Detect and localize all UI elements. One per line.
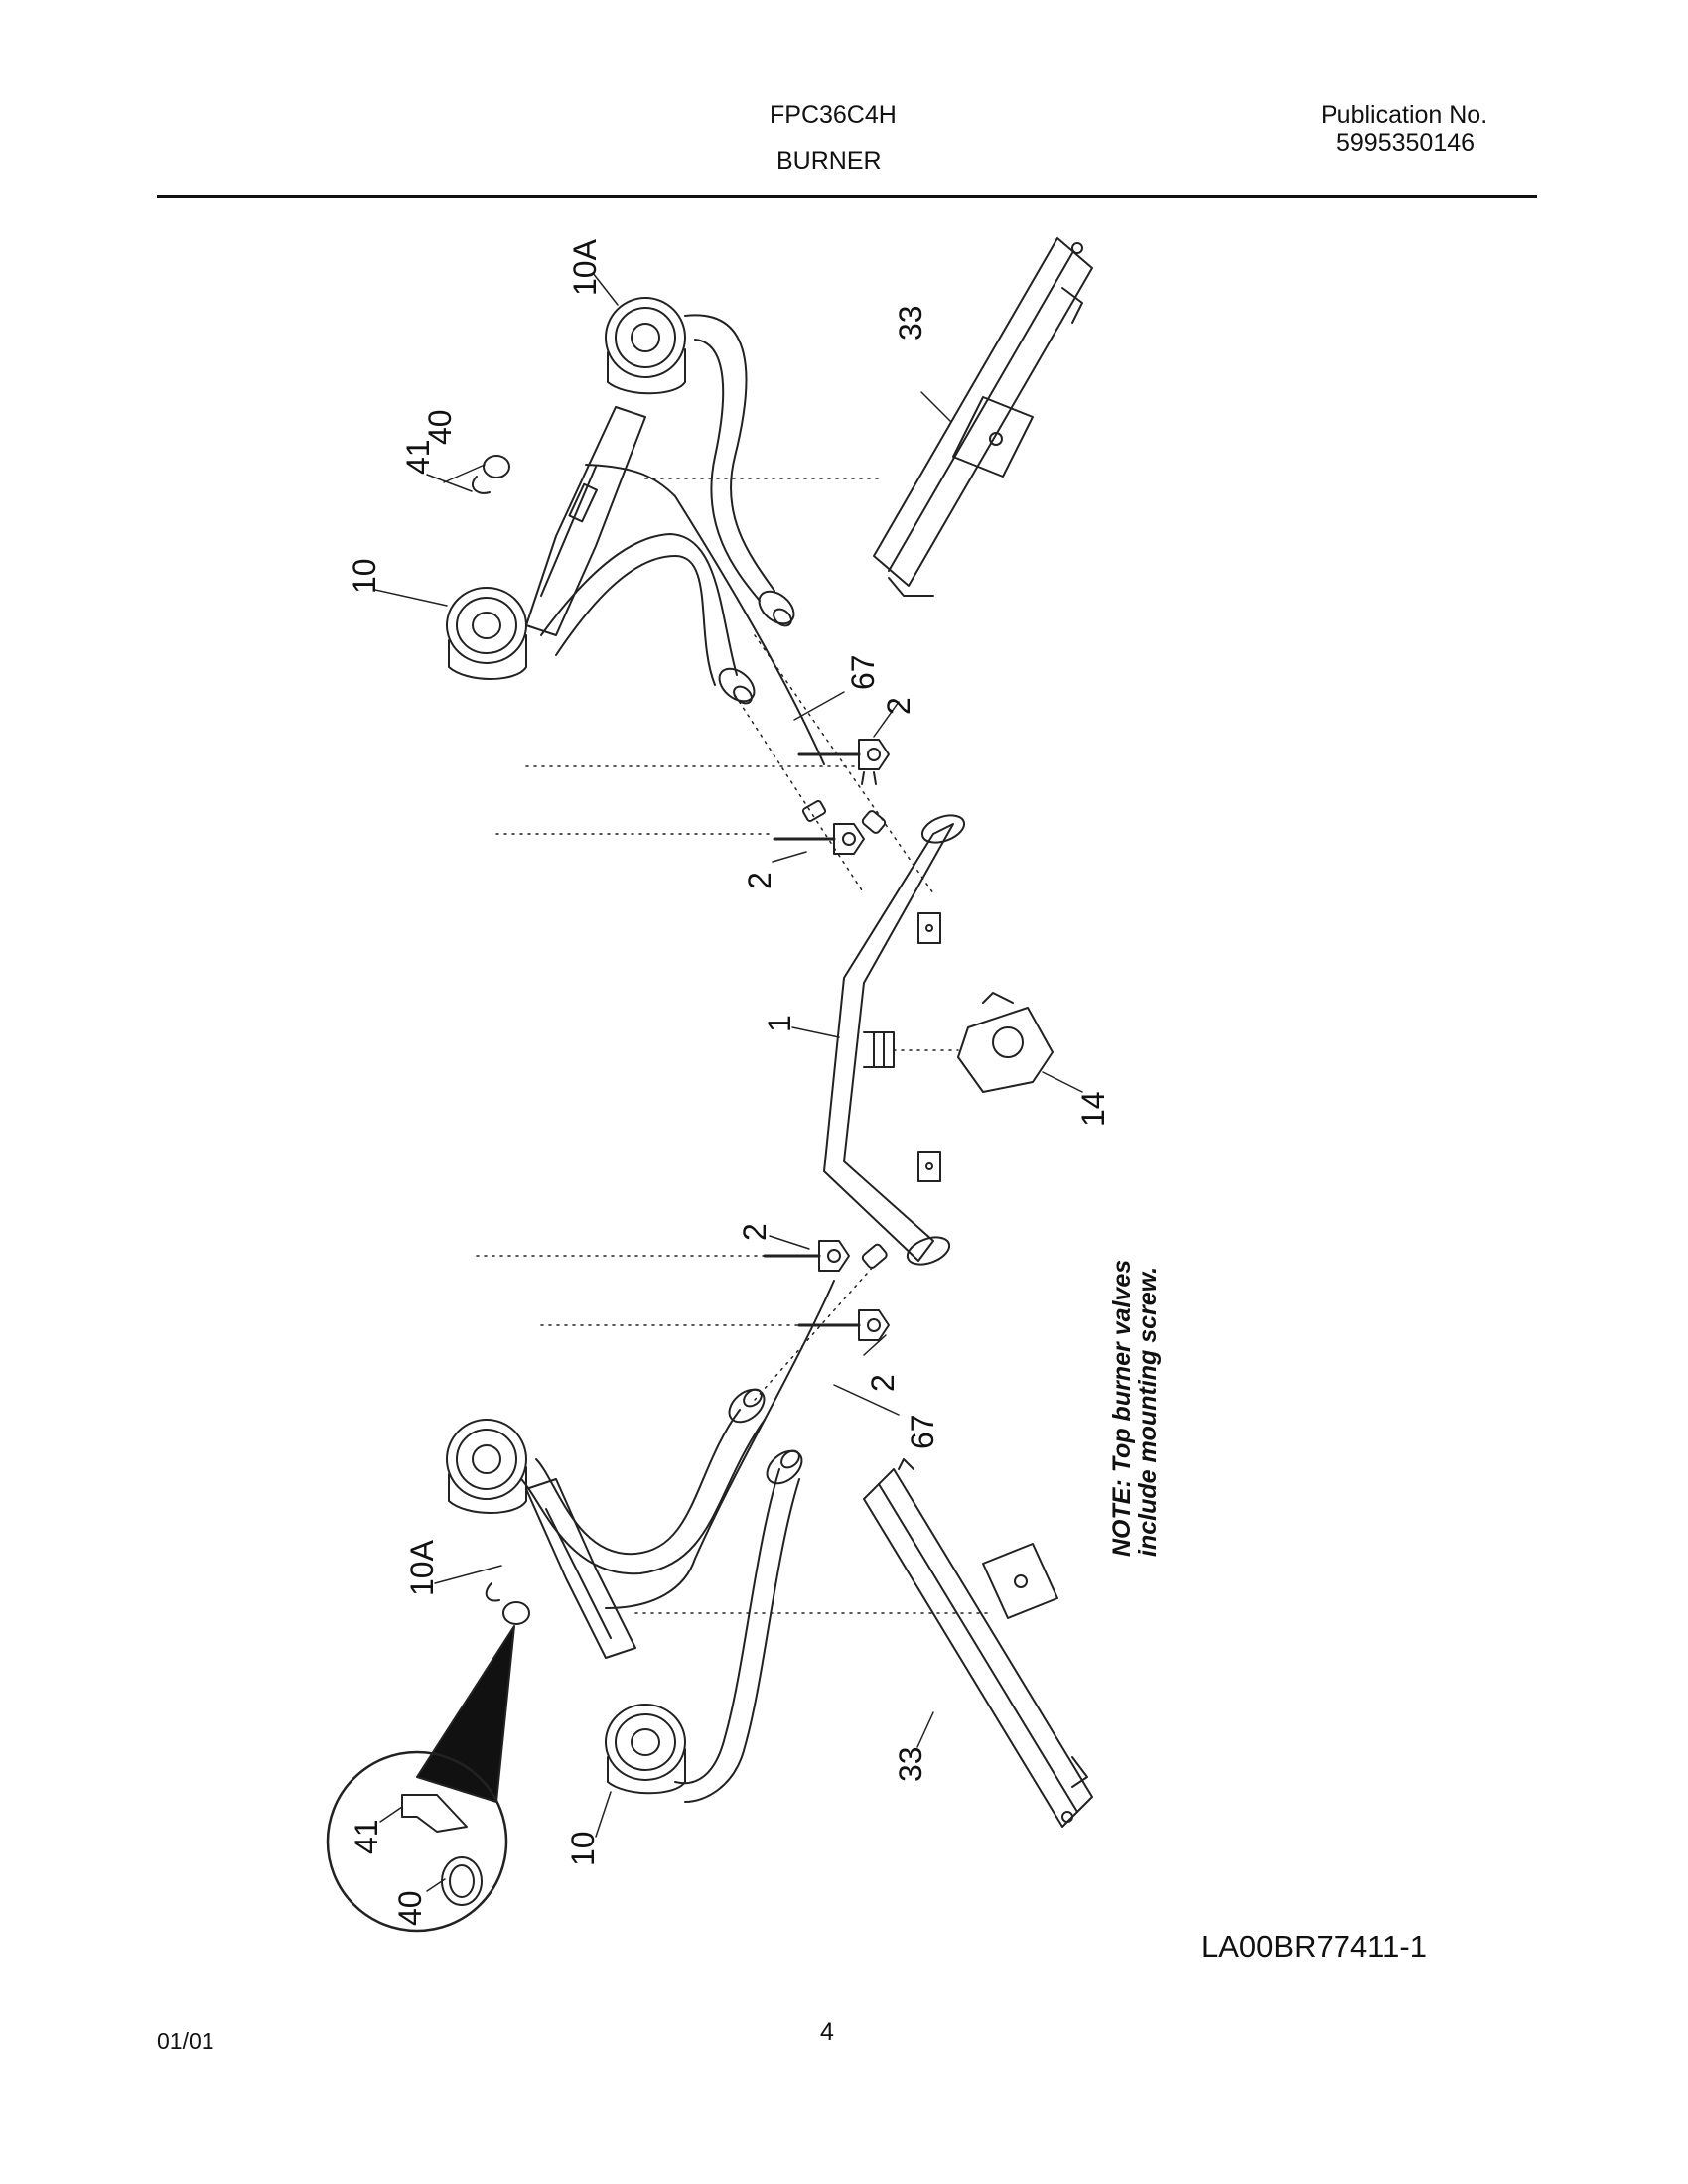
valve-note-line2: include mounting screw. <box>1134 1267 1162 1557</box>
burner-assembly-top <box>446 297 890 855</box>
callout-40-top: 40 <box>422 409 458 445</box>
callout-2-b: 2 <box>742 872 777 889</box>
callout-33-top: 33 <box>893 305 928 341</box>
mounting-bracket-top <box>873 237 1093 597</box>
callout-10-bottom: 10 <box>565 1831 601 1866</box>
header-rule <box>157 195 1537 198</box>
callout-41-top: 41 <box>400 439 436 475</box>
callout-67-top: 67 <box>845 654 881 690</box>
model-number: FPC36C4H <box>770 101 897 129</box>
section-title: BURNER <box>776 147 882 175</box>
callout-33-bottom: 33 <box>893 1746 928 1782</box>
mounting-bracket-bottom <box>863 1458 1093 1828</box>
electrode-detail-callout <box>326 1625 515 1933</box>
callout-10a-bottom: 10A <box>404 1539 440 1596</box>
burner-assembly-bottom <box>446 1240 890 1803</box>
callout-40-detail: 40 <box>392 1890 428 1926</box>
revision-date: 01/01 <box>157 2028 214 2054</box>
callout-10-top: 10 <box>347 558 382 594</box>
callout-2-c: 2 <box>737 1223 773 1241</box>
publication-label: Publication No. <box>1321 101 1488 129</box>
pressure-regulator <box>957 992 1054 1093</box>
callout-14: 14 <box>1075 1091 1111 1127</box>
callout-10a-top: 10A <box>567 238 603 296</box>
valve-note-line1: NOTE: Top burner valves <box>1108 1260 1136 1557</box>
callout-2-a: 2 <box>881 697 916 715</box>
drawing-code: LA00BR77411-1 <box>1201 1929 1427 1964</box>
publication-number: 5995350146 <box>1336 129 1476 157</box>
callout-1: 1 <box>762 1015 797 1032</box>
page-number: 4 <box>820 2018 834 2046</box>
callout-67-bottom: 67 <box>905 1414 940 1449</box>
callout-41-detail: 41 <box>349 1819 384 1854</box>
manifold-pipe <box>823 814 966 1266</box>
callout-2-d: 2 <box>865 1374 901 1392</box>
